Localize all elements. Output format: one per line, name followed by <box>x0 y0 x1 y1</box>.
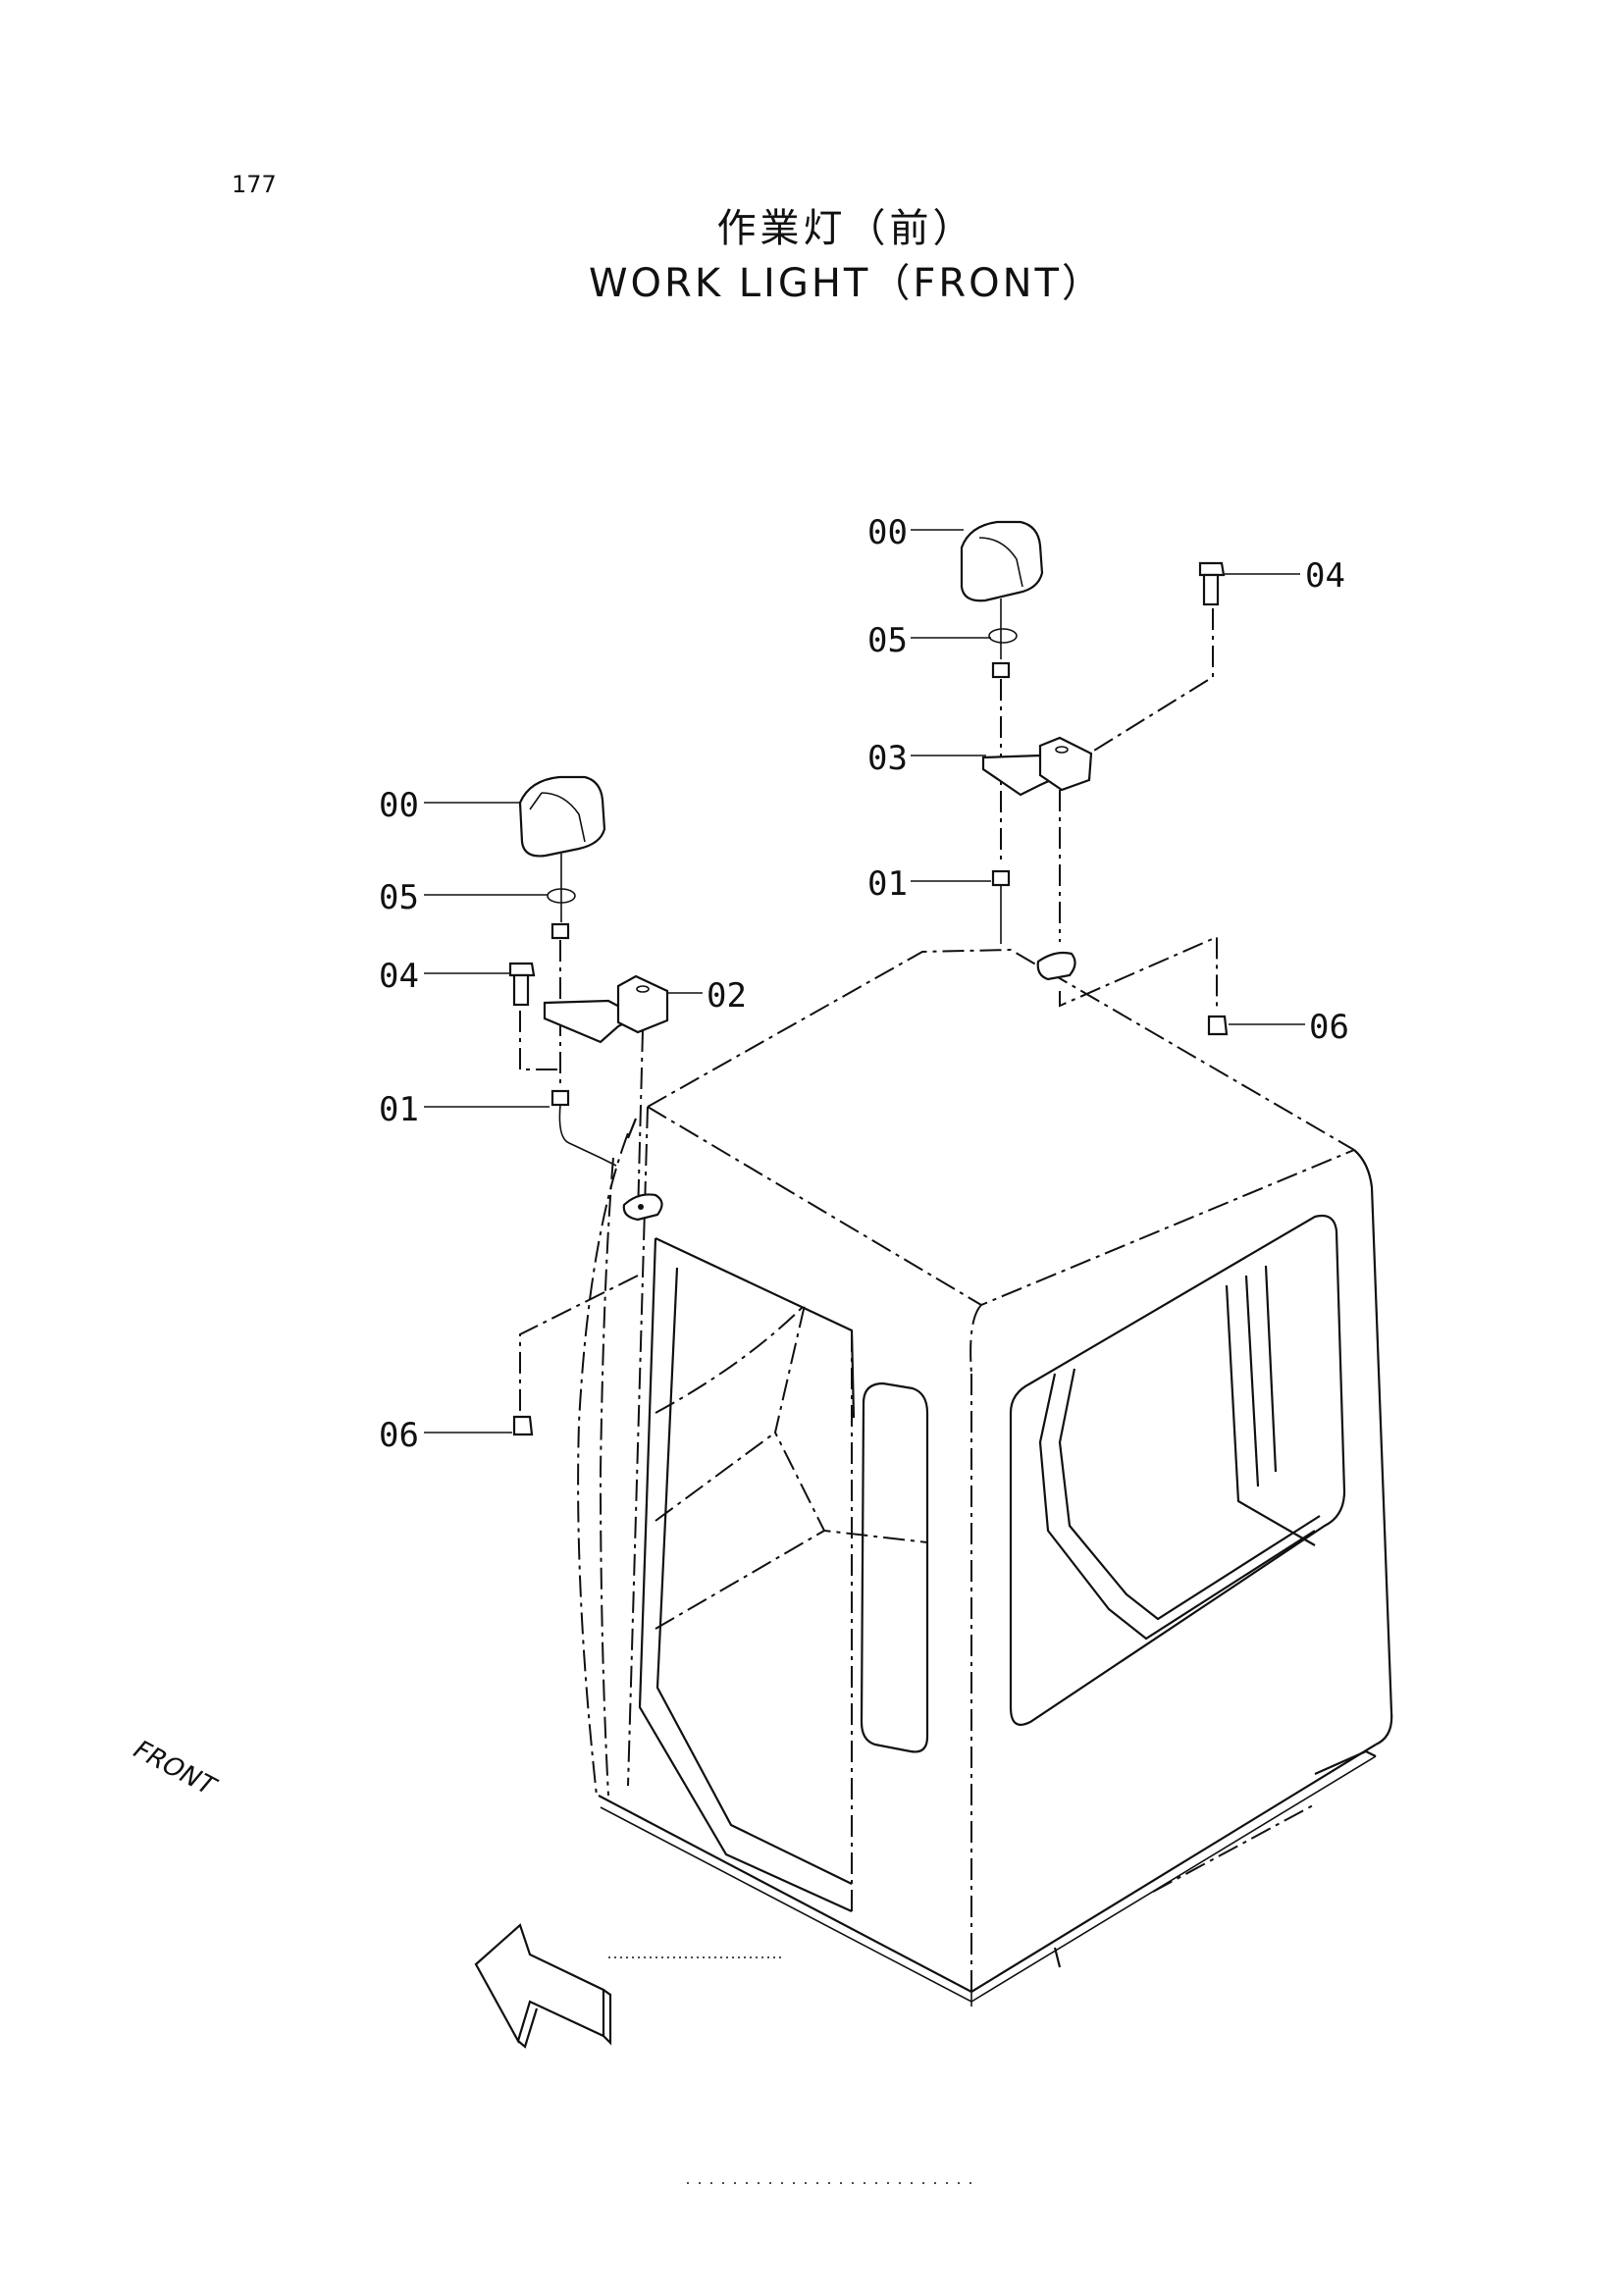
cab-body <box>577 948 1393 2184</box>
callout-left-wire: 05 <box>379 878 419 917</box>
right-work-light-assembly <box>960 520 1229 1036</box>
callout-right-lamp: 00 <box>867 513 908 552</box>
callout-right-bracket: 03 <box>867 739 908 778</box>
left-work-light-assembly <box>508 775 669 1436</box>
callout-leader-lines <box>424 529 1305 1434</box>
callout-left-bracket: 02 <box>707 976 747 1016</box>
callout-right-bolt: 04 <box>1305 556 1345 596</box>
callout-labels: 00 05 04 03 01 06 00 05 04 02 01 06 <box>379 513 1349 1455</box>
callout-right-wire: 05 <box>867 621 908 660</box>
page-number: 177 <box>232 171 277 198</box>
callout-left-connector: 01 <box>379 1090 419 1129</box>
title-japanese: 作業灯（前） <box>716 206 976 251</box>
callout-left-lamp: 00 <box>379 786 419 825</box>
callout-left-bolt: 04 <box>379 957 419 996</box>
callout-right-connector: 01 <box>867 864 908 904</box>
front-direction-arrow: FRONT <box>126 1737 612 2049</box>
callout-left-nut: 06 <box>379 1416 419 1455</box>
front-label: FRONT <box>126 1737 223 1800</box>
title-english: WORK LIGHT（FRONT） <box>588 261 1104 306</box>
callout-right-nut: 06 <box>1309 1008 1349 1047</box>
